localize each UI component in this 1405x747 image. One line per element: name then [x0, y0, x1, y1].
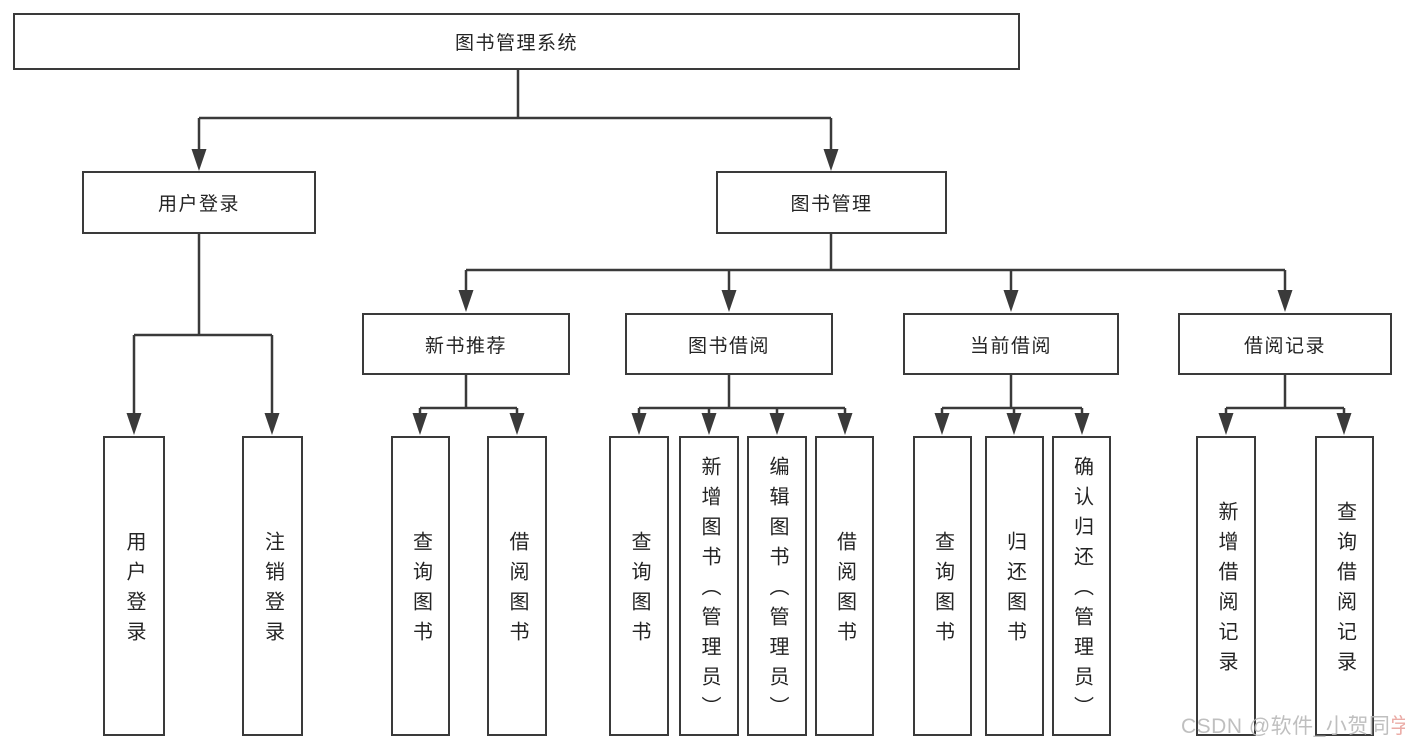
leaf-label: 新增图书（管理员）	[698, 456, 720, 726]
node-label: 当前借阅	[969, 335, 1052, 357]
node-label: 图书管理系统	[454, 33, 578, 54]
leaf-borrow-books-recommend: 借阅图书	[487, 436, 547, 736]
leaf-edit-books-admin: 编辑图书（管理员）	[747, 436, 807, 736]
csdn-watermark: CSDN @软件_小贺同学	[1181, 710, 1405, 740]
leaf-user-login: 用户登录	[103, 436, 165, 736]
leaf-query-books-borrowing: 查询图书	[609, 436, 669, 736]
leaf-label: 确认归还（管理员）	[1070, 456, 1093, 726]
node-label: 新书推荐	[424, 335, 507, 357]
leaf-label: 借阅图书	[506, 531, 528, 651]
node-borrowing-records: 借阅记录	[1178, 313, 1392, 375]
watermark-text: CSDN @软件_小贺同	[1181, 715, 1391, 738]
leaf-label: 查询借阅记录	[1333, 501, 1356, 681]
leaf-label: 查询图书	[628, 531, 650, 651]
leaf-label: 新增借阅记录	[1215, 501, 1237, 681]
leaf-add-books-admin: 新增图书（管理员）	[679, 436, 739, 736]
node-new-book-recommendation: 新书推荐	[362, 313, 570, 375]
leaf-label: 查询图书	[931, 531, 954, 651]
node-label: 借阅记录	[1243, 335, 1326, 357]
node-book-borrowing: 图书借阅	[625, 313, 833, 375]
leaf-label: 借阅图书	[833, 531, 856, 651]
leaf-query-borrow-record: 查询借阅记录	[1315, 436, 1374, 736]
leaf-confirm-return-admin: 确认归还（管理员）	[1052, 436, 1111, 736]
node-book-management: 图书管理	[716, 171, 947, 234]
node-label: 图书管理	[790, 194, 873, 215]
leaf-borrow-books: 借阅图书	[815, 436, 874, 736]
leaf-return-books: 归还图书	[985, 436, 1044, 736]
node-user-login: 用户登录	[82, 171, 316, 234]
node-label: 图书借阅	[687, 335, 770, 357]
leaf-label: 查询图书	[409, 531, 432, 651]
leaf-add-borrow-record: 新增借阅记录	[1196, 436, 1256, 736]
leaf-query-books-current: 查询图书	[913, 436, 972, 736]
node-label: 用户登录	[157, 194, 240, 215]
watermark-accent-char: 学	[1390, 715, 1405, 738]
node-current-borrowing: 当前借阅	[903, 313, 1119, 375]
leaf-label: 归还图书	[1003, 531, 1026, 651]
leaf-query-books-recommend: 查询图书	[391, 436, 450, 736]
leaf-label: 注销登录	[261, 531, 284, 651]
leaf-label: 编辑图书（管理员）	[766, 456, 788, 726]
leaf-logout: 注销登录	[242, 436, 303, 736]
node-library-management-system: 图书管理系统	[13, 13, 1020, 70]
leaf-label: 用户登录	[123, 531, 145, 651]
